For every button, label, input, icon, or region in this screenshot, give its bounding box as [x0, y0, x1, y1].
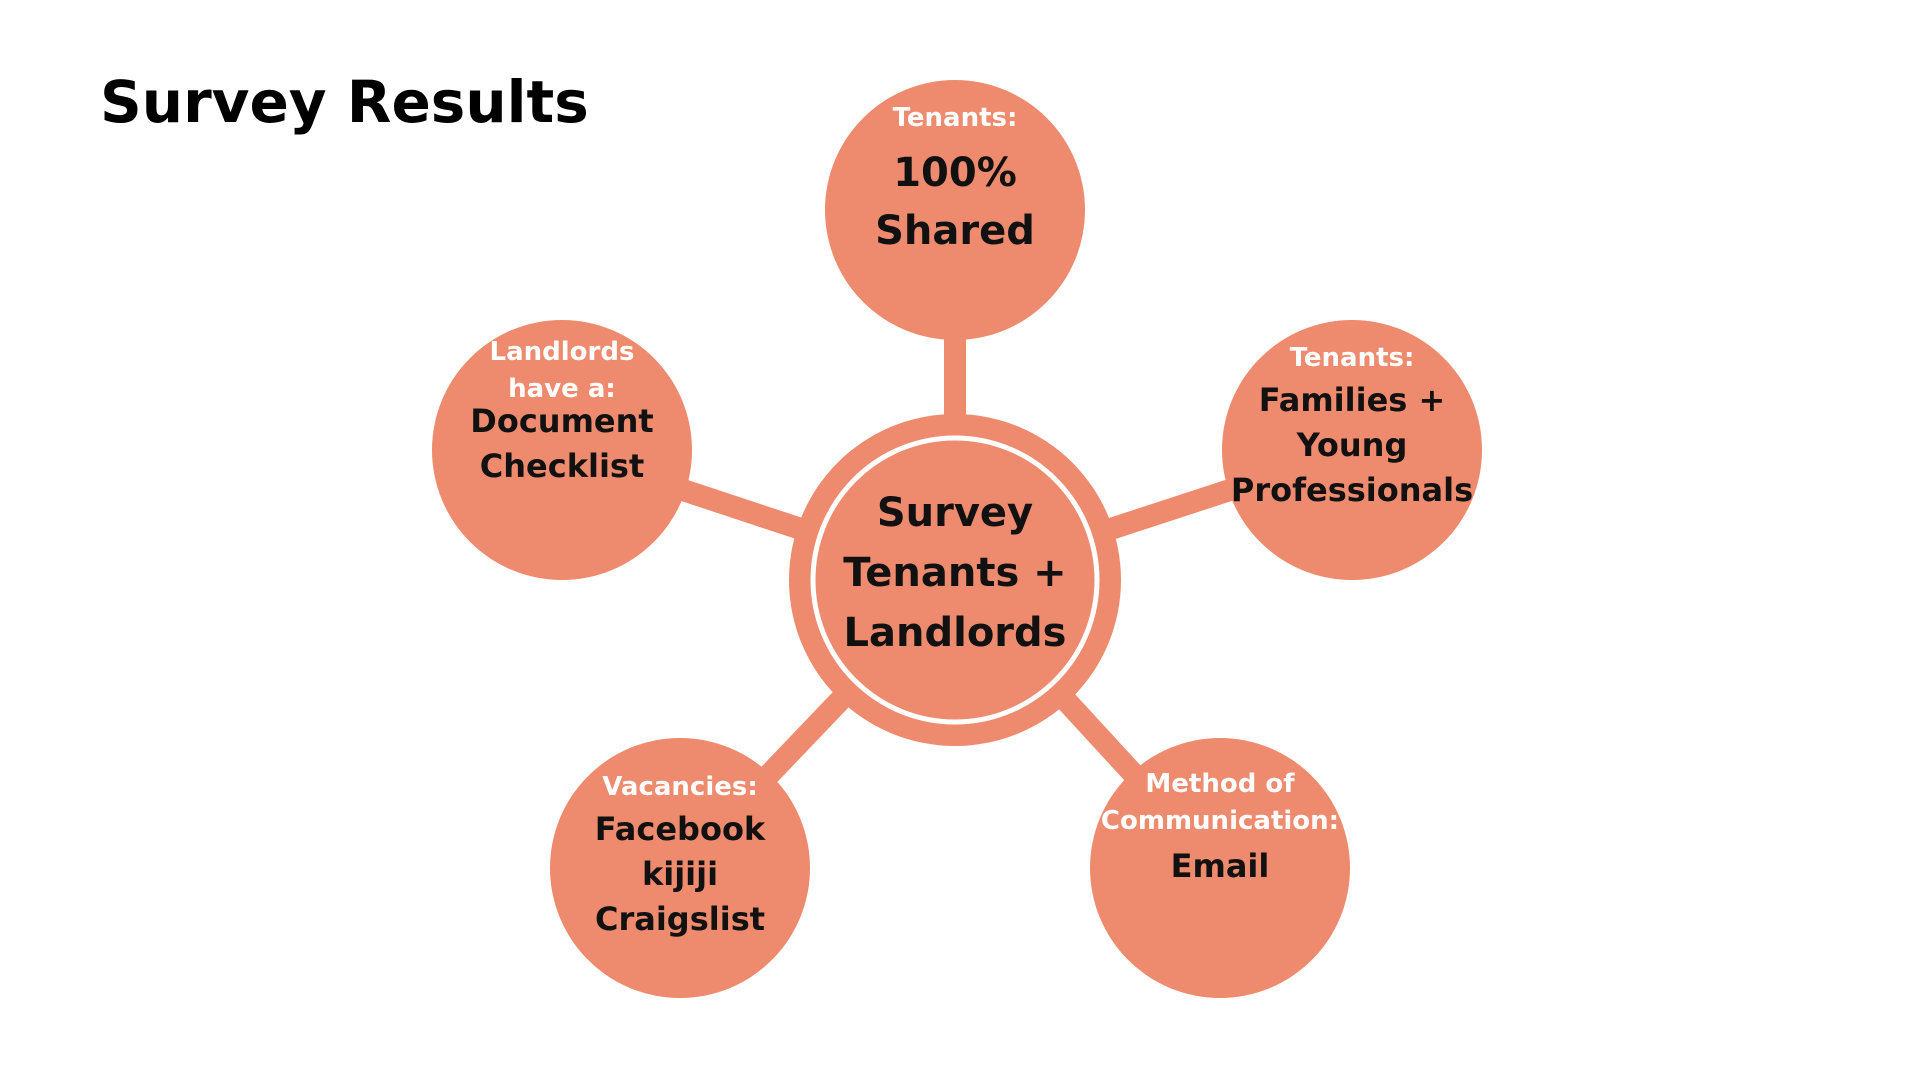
node-value: Shared: [875, 208, 1035, 254]
node-circle-top: [825, 80, 1085, 340]
node-value: Families +: [1259, 381, 1446, 419]
node-bottom-right: Method of Communication: Email: [1090, 738, 1350, 998]
node-label: Tenants:: [1290, 343, 1415, 373]
hub-circle: [789, 414, 1121, 746]
node-label: Method of: [1145, 769, 1295, 799]
node-circle-left: [432, 320, 692, 580]
hub-text: Survey: [877, 490, 1033, 536]
node-top: Tenants: 100% Shared: [825, 80, 1085, 340]
node-value: Craigslist: [595, 900, 765, 938]
node-value: Young: [1296, 426, 1408, 464]
hub-text: Landlords: [844, 610, 1067, 656]
node-value: Checklist: [480, 447, 645, 485]
node-value: Professionals: [1231, 471, 1473, 509]
node-value: 100%: [893, 150, 1017, 196]
node-value: Facebook: [595, 810, 766, 848]
node-label: Tenants:: [893, 103, 1018, 133]
node-label: Vacancies:: [602, 772, 758, 802]
node-label: have a:: [508, 374, 616, 404]
node-value: Email: [1171, 847, 1270, 885]
node-value: kijiji: [642, 855, 718, 893]
slide-title: Survey Results: [100, 68, 589, 136]
node-circle-right: [1222, 320, 1482, 580]
node-value: Document: [470, 402, 653, 440]
node-label: Communication:: [1101, 806, 1339, 836]
hub-text: Tenants +: [843, 550, 1066, 596]
node-circle-bottom-right: [1090, 738, 1350, 998]
hub-inner-ring: [810, 435, 1100, 725]
node-circle-bottom-left: [550, 738, 810, 998]
node-label: Landlords: [490, 337, 635, 367]
